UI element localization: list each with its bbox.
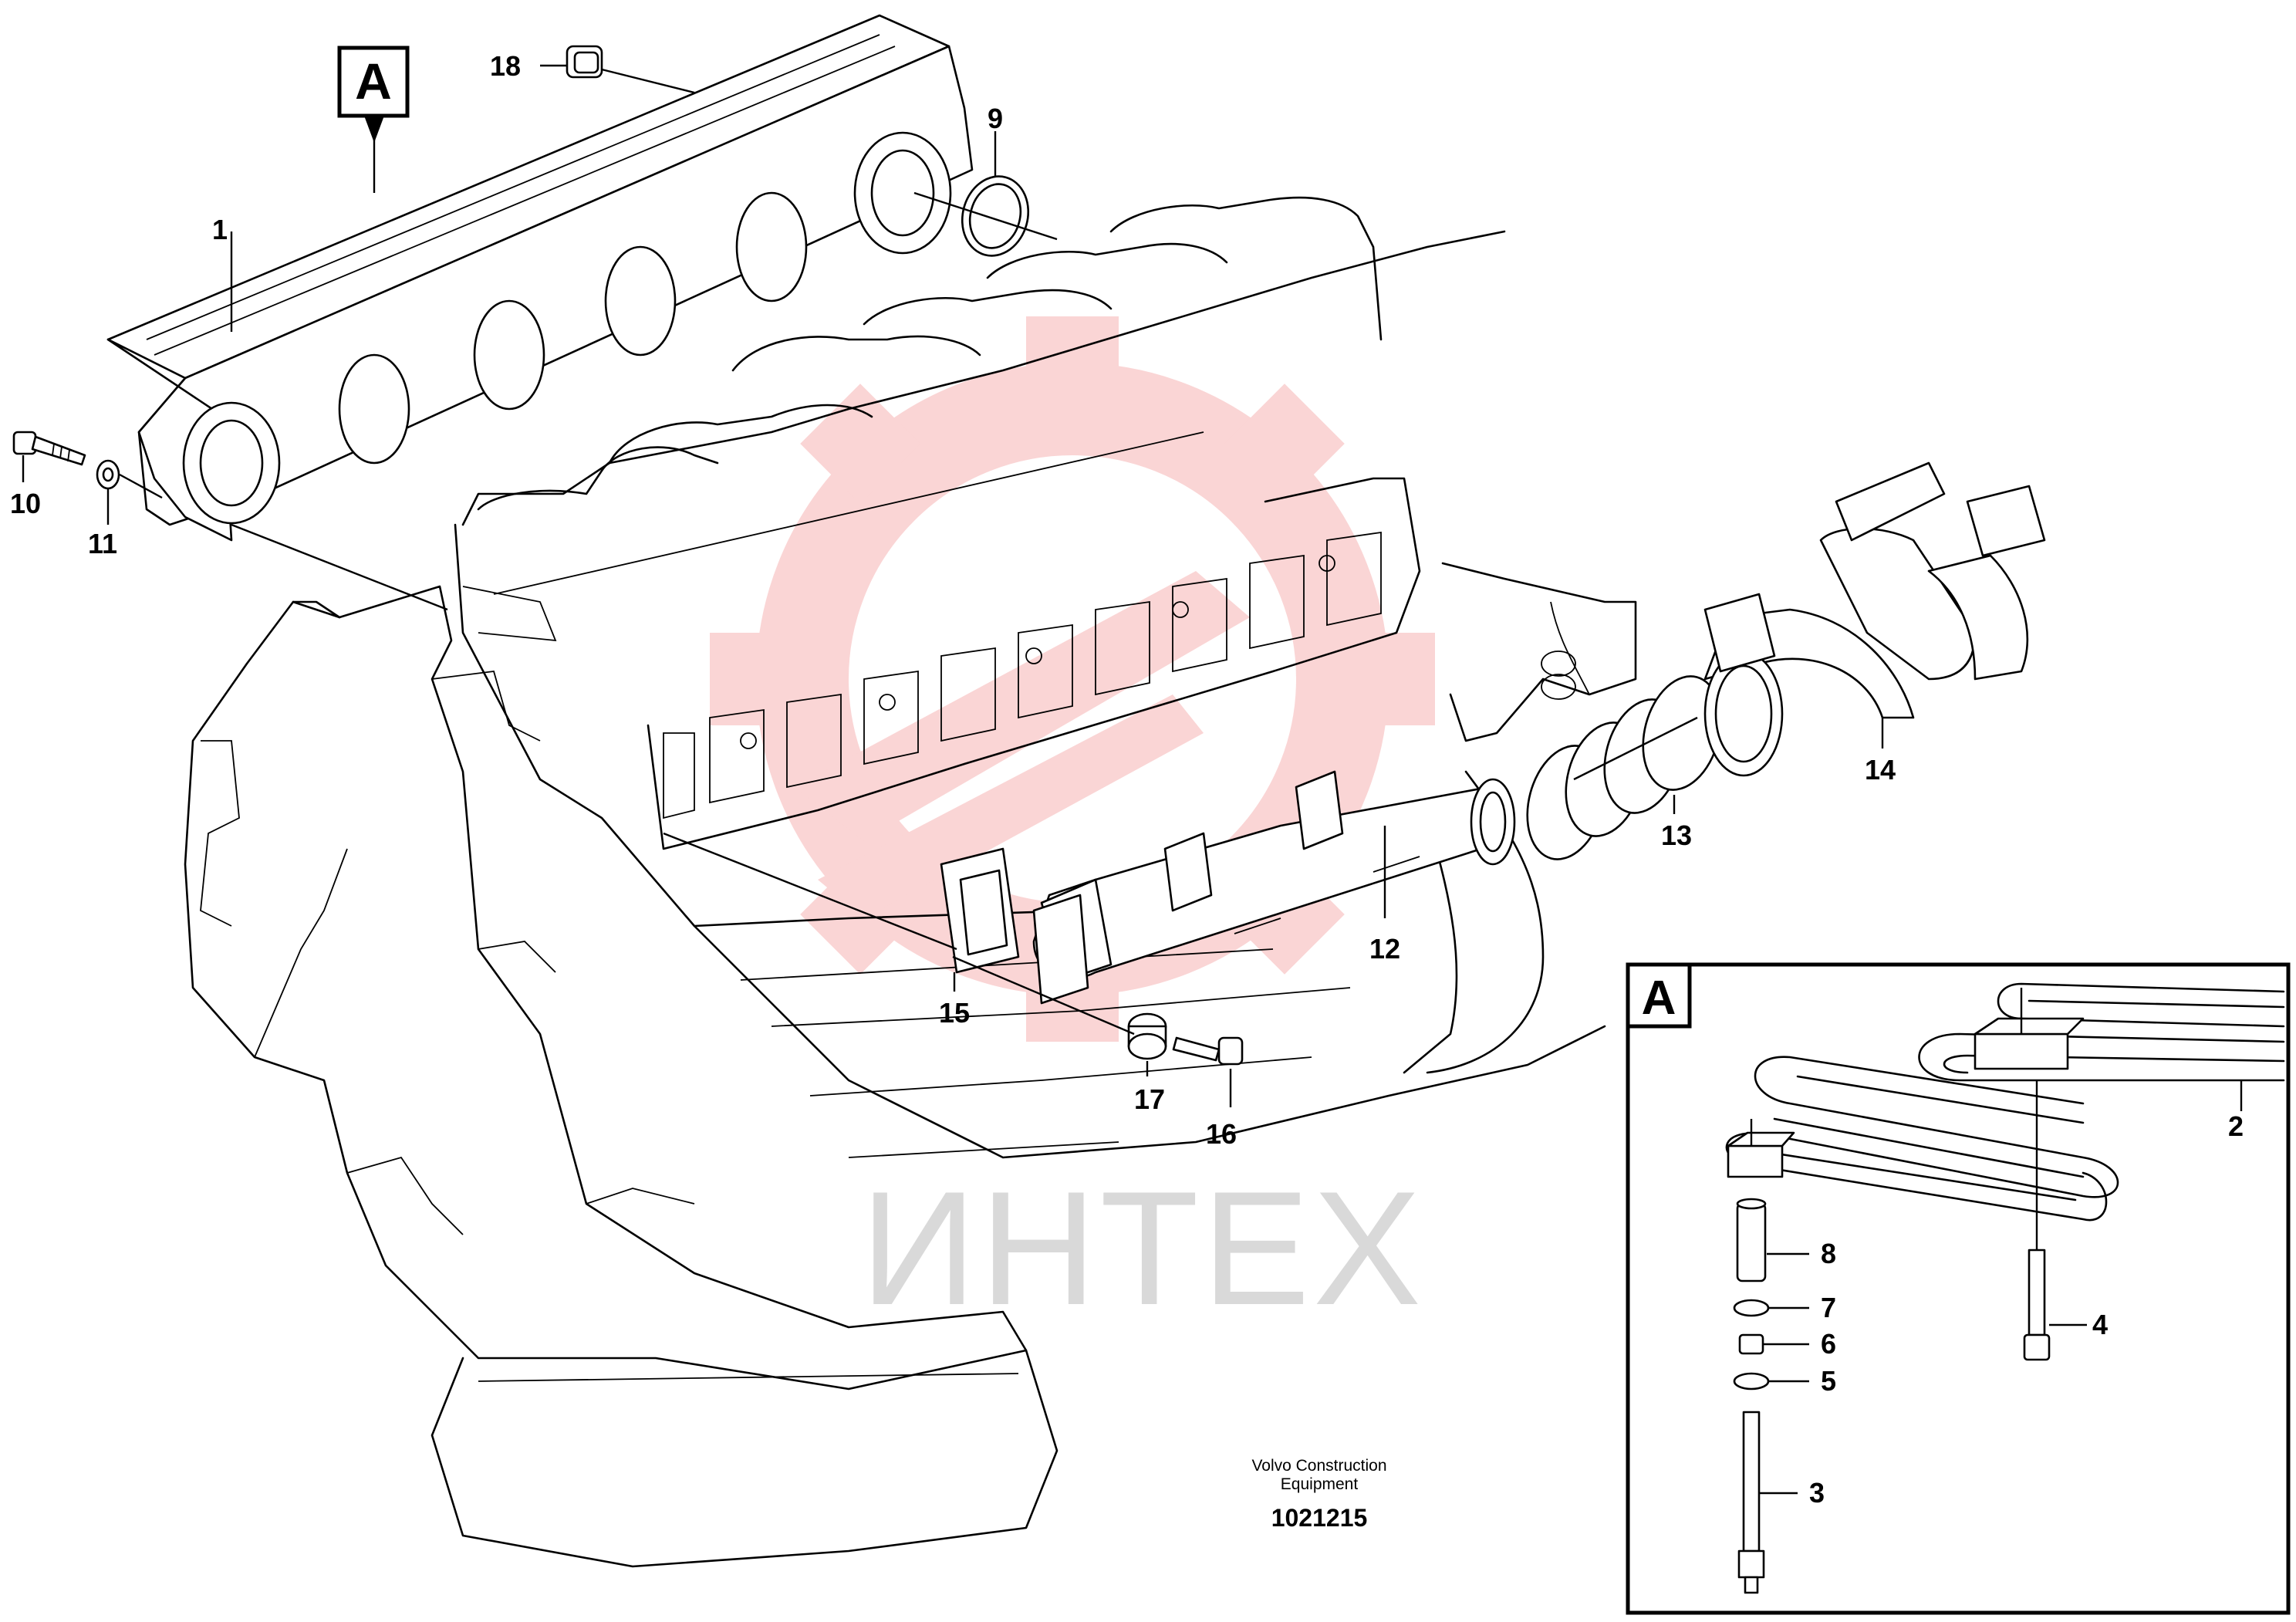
callout-17: 17 <box>1134 1083 1165 1115</box>
plug-18 <box>566 45 603 79</box>
exhaust-pipe-12 <box>1032 770 1516 1005</box>
view-a-box: A <box>337 46 410 118</box>
callout-13: 13 <box>1661 819 1692 851</box>
callout-12: 12 <box>1369 933 1400 965</box>
seal-rings-13 <box>1526 675 1722 860</box>
manufacturer-line1: Volvo Construction <box>1251 1457 1386 1475</box>
detail-a-inset: A <box>1626 962 2291 1615</box>
callout-14: 14 <box>1865 754 1896 786</box>
callout-2: 2 <box>2228 1110 2244 1142</box>
gasket-15 <box>940 847 1020 974</box>
callout-3: 3 <box>1809 1477 1825 1509</box>
callout-4: 4 <box>2092 1309 2108 1340</box>
callout-18: 18 <box>490 50 521 82</box>
manufacturer-line2: Equipment <box>1281 1475 1359 1493</box>
callout-11: 11 <box>88 528 117 559</box>
spacer-17 <box>1127 1012 1167 1060</box>
intake-manifold <box>106 14 974 542</box>
detail-a-label: A <box>1642 972 1676 1025</box>
exhaust-pipe-14 <box>1703 461 2046 777</box>
view-a-label: A <box>355 52 392 110</box>
callout-10: 10 <box>10 488 41 519</box>
seal-ring-9-inner <box>968 183 1022 249</box>
callout-1: 1 <box>212 214 228 245</box>
exhaust-ports <box>663 531 1382 819</box>
engine-block <box>184 196 1637 1568</box>
callout-9: 9 <box>988 103 1003 134</box>
callout-7: 7 <box>1821 1292 1836 1323</box>
callout-16: 16 <box>1206 1118 1237 1150</box>
bolt-16 <box>1172 1036 1244 1066</box>
callout-8: 8 <box>1821 1238 1836 1269</box>
callout-15: 15 <box>939 997 970 1029</box>
watermark-text: ИНТЕХ <box>860 1157 1424 1339</box>
bolt-10 <box>12 431 86 466</box>
callout-6: 6 <box>1821 1328 1836 1360</box>
drawing-number: 1021215 <box>1271 1504 1368 1532</box>
callout-5: 5 <box>1821 1365 1836 1397</box>
leader-lines <box>22 64 1884 1107</box>
